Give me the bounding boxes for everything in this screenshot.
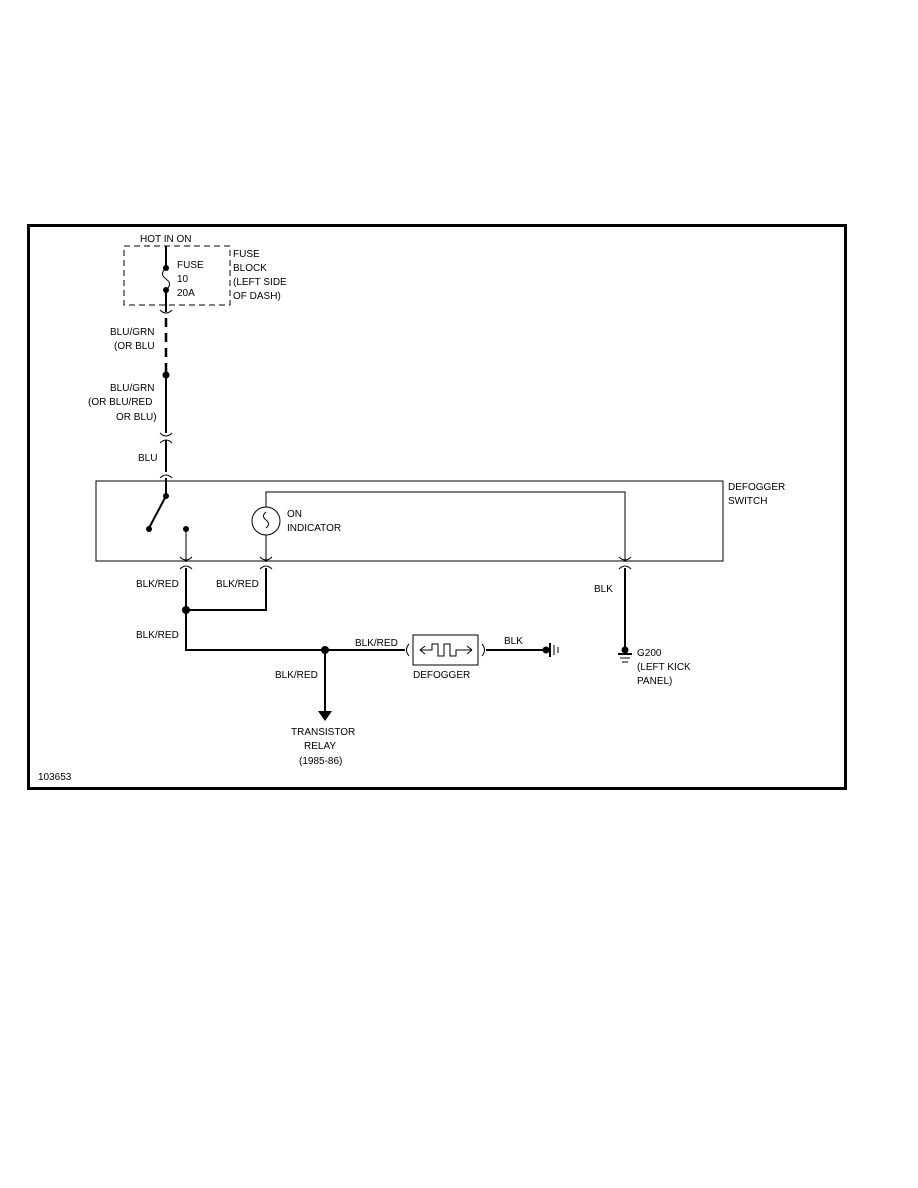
switch-contact-icon — [146, 478, 189, 532]
relay-years: (1985-86) — [299, 756, 342, 767]
ground-location: (LEFT KICK — [637, 662, 691, 673]
wire-label: BLK/RED — [136, 579, 179, 590]
fuse-icon — [162, 246, 170, 312]
wire-label: BLK/RED — [275, 670, 318, 681]
on-indicator-label: ON — [287, 509, 302, 520]
fuse-block-location: OF DASH) — [233, 291, 281, 302]
on-indicator-label: INDICATOR — [287, 523, 341, 534]
wire-blk-red-bus — [185, 648, 405, 651]
connector-symbol — [618, 565, 632, 570]
connector-symbol — [179, 565, 193, 570]
indicator-lamp-icon — [251, 506, 281, 536]
ground-icon — [542, 643, 559, 657]
wire-label: OR BLU) — [116, 412, 157, 423]
connector-symbol — [179, 556, 193, 561]
connector-symbol — [259, 565, 273, 570]
connector-symbol — [159, 474, 173, 479]
wire-label: BLU/GRN — [110, 327, 154, 338]
defogger-switch-box — [95, 480, 724, 562]
fuse-block-location: (LEFT SIDE — [233, 277, 287, 288]
hot-in-on-label: HOT IN ON — [140, 234, 191, 245]
defogger-switch-label: DEFOGGER — [728, 482, 785, 493]
fuse-number: 10 — [177, 274, 189, 285]
connector-symbol — [259, 556, 273, 561]
wire-label: BLK/RED — [216, 579, 259, 590]
diagram-frame — [27, 224, 847, 790]
wire-label: BLU — [138, 453, 157, 464]
wire-label: BLK — [594, 584, 613, 595]
fuse-block-name: FUSE — [233, 249, 260, 260]
ground-location: PANEL) — [637, 676, 672, 687]
defogger-switch-label: SWITCH — [728, 496, 767, 507]
arrow-down-icon — [318, 711, 332, 721]
ground-label: G200 — [637, 648, 662, 659]
connector-symbol — [618, 556, 632, 561]
fuse-block-name: BLOCK — [233, 263, 267, 274]
wire-blk-red-indicator — [186, 568, 267, 611]
wire-label: BLK/RED — [355, 638, 398, 649]
fuse-rating: 20A — [177, 288, 195, 299]
relay-label: RELAY — [304, 741, 336, 752]
ground-g200-icon — [618, 646, 632, 663]
relay-label: TRANSISTOR — [291, 727, 355, 738]
wire-label: BLK — [504, 636, 523, 647]
wire-label: (OR BLU/RED — [88, 397, 152, 408]
wire-indicator-internal — [265, 491, 626, 562]
wire-label: (OR BLU — [114, 341, 155, 352]
defogger-element-icon — [406, 634, 485, 666]
fuse-block-outline — [123, 245, 231, 306]
defogger-label: DEFOGGER — [413, 670, 470, 681]
figure-id: 103653 — [38, 772, 72, 783]
wire-label: BLU/GRN — [110, 383, 154, 394]
connector-symbol — [159, 309, 173, 314]
wire-label: BLK/RED — [136, 630, 179, 641]
fuse-label: FUSE — [177, 260, 204, 271]
